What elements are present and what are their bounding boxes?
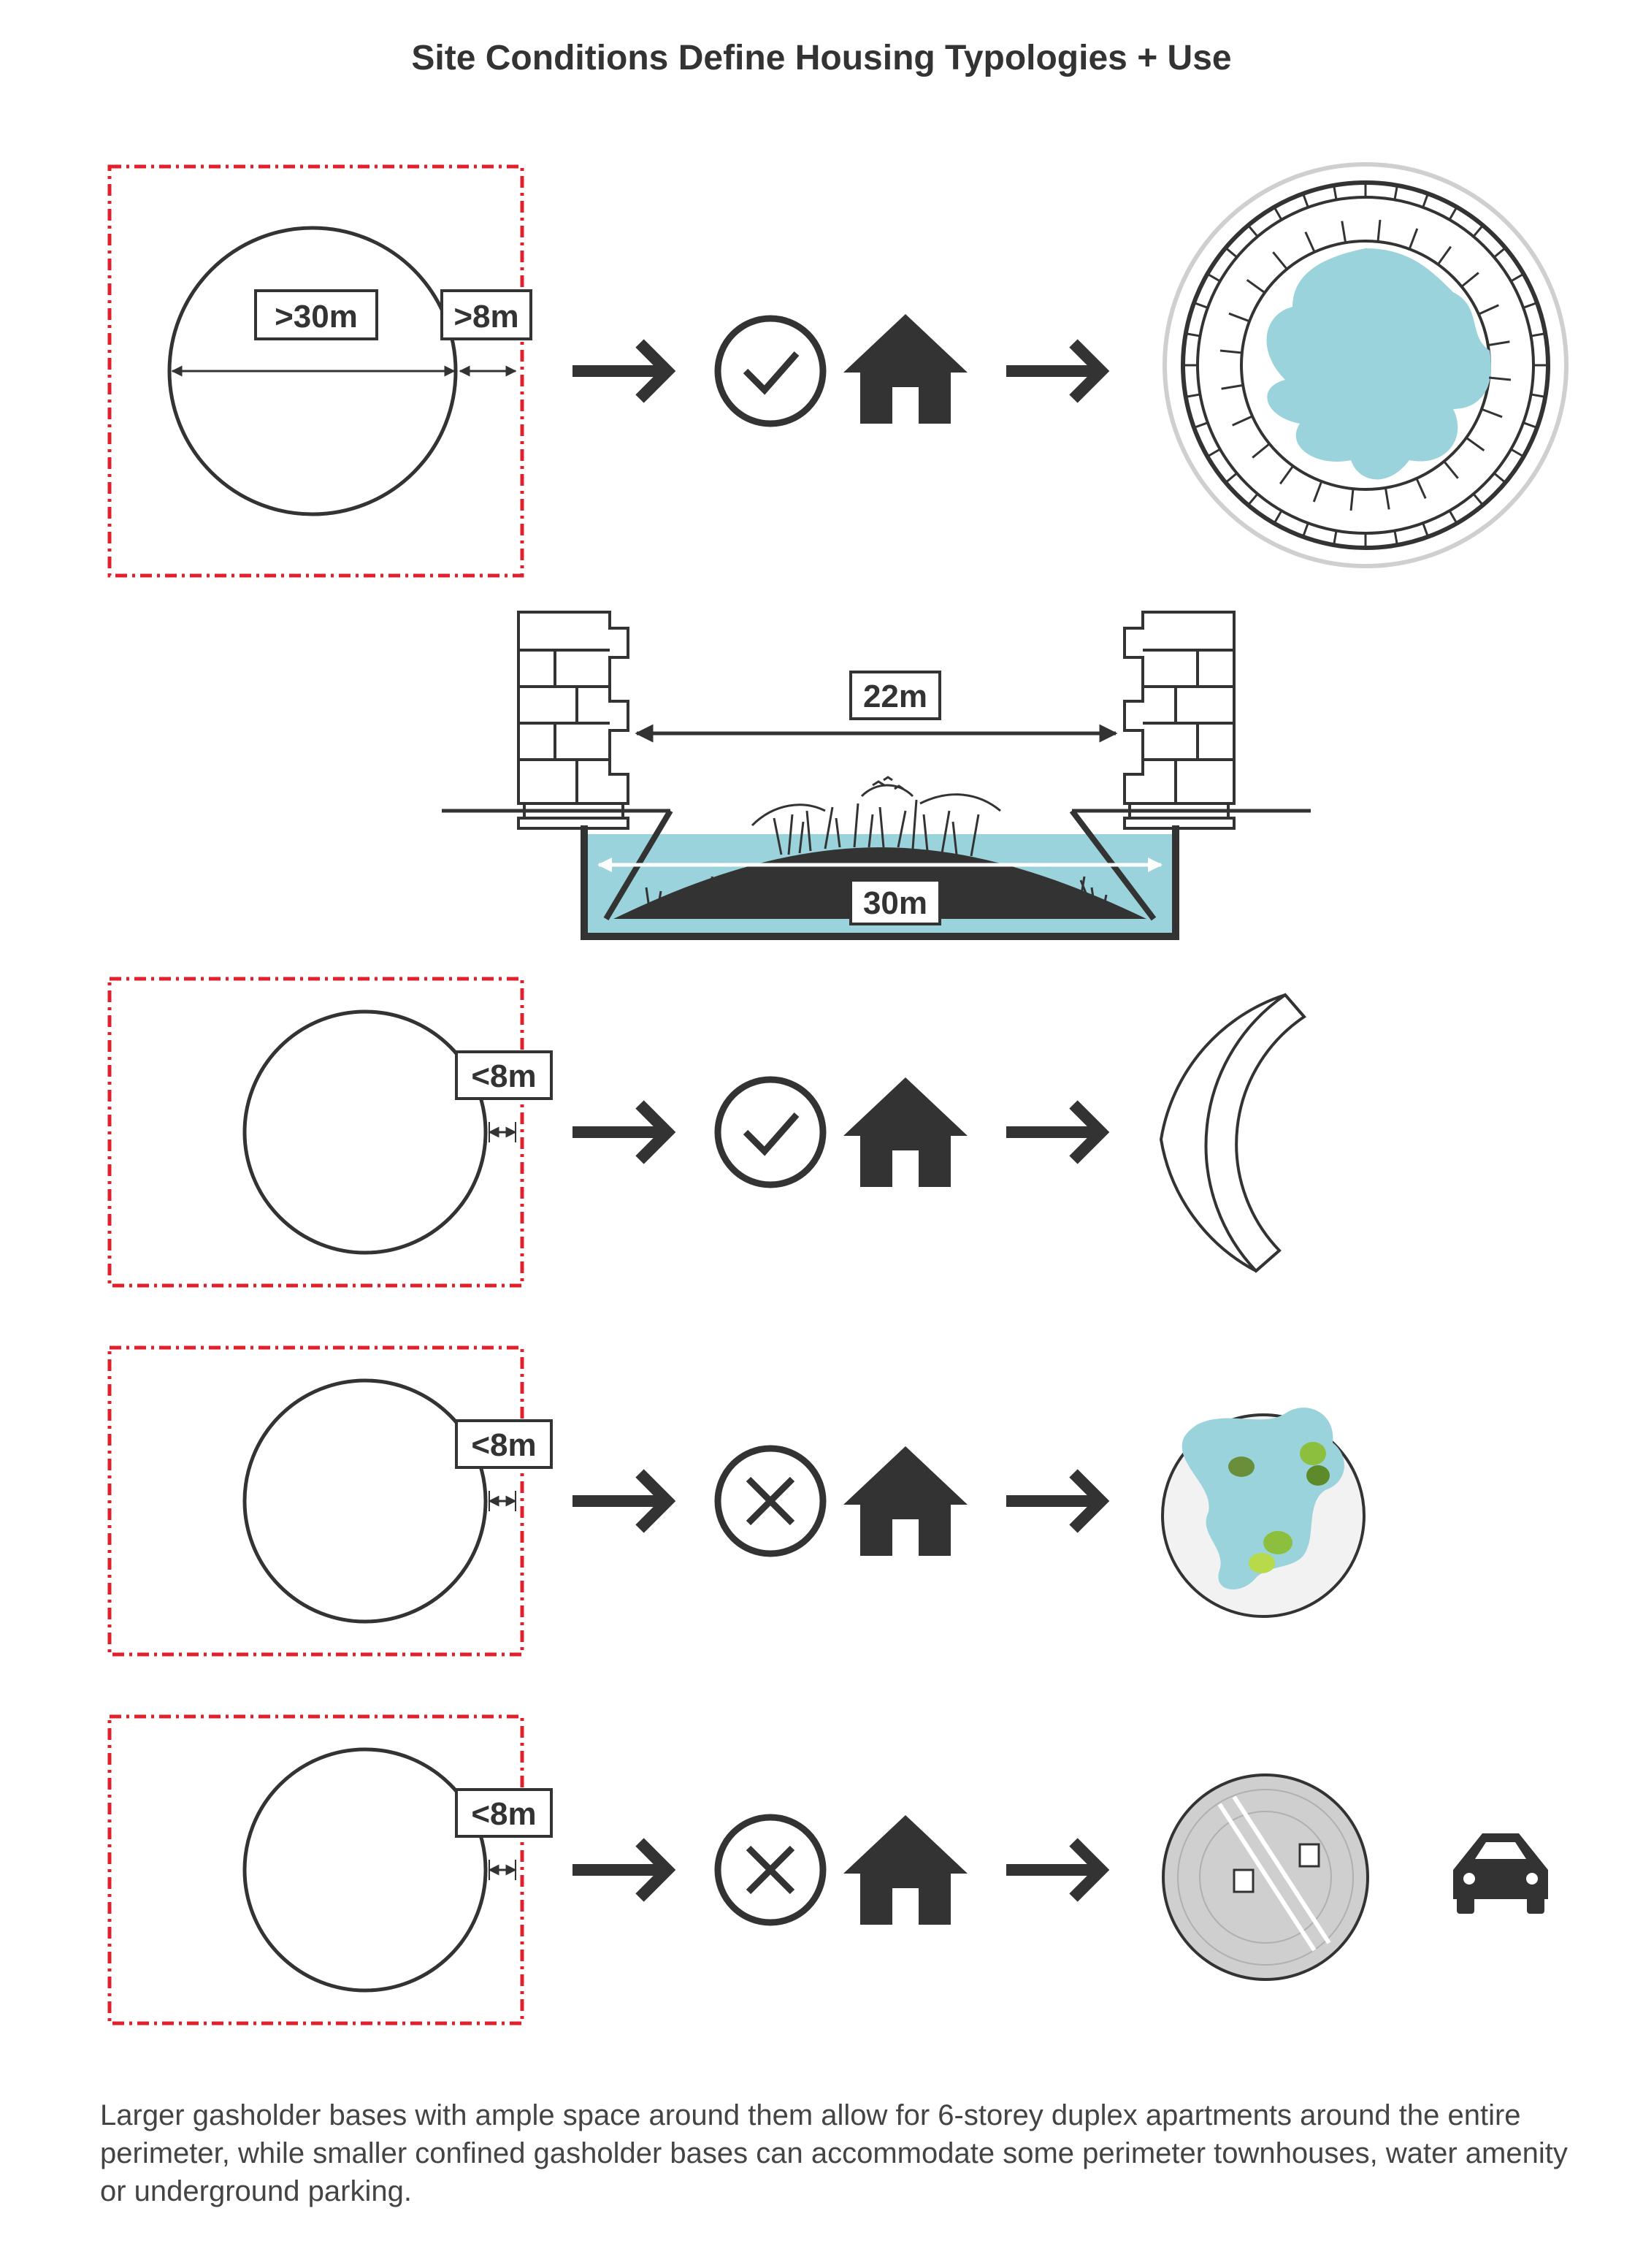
car-icon bbox=[1453, 1833, 1548, 1914]
water-amenity-plan bbox=[1161, 1408, 1366, 1618]
cross-circle-icon bbox=[718, 1817, 823, 1923]
site-boundary-1 bbox=[107, 164, 524, 578]
row-2: <8m bbox=[107, 977, 1306, 1288]
gasholder-base-1 bbox=[167, 226, 458, 516]
dimension-label-setback: >8m bbox=[453, 299, 518, 335]
section-water-amenity: 22m 30m bbox=[442, 611, 1311, 940]
gasholder-base-4 bbox=[242, 1747, 488, 1993]
reeds bbox=[645, 784, 1108, 914]
gasholder-base-3 bbox=[242, 1378, 488, 1624]
cross-circle-icon bbox=[718, 1448, 823, 1554]
arrow-right-icon bbox=[1006, 1473, 1101, 1529]
dimension-label-setback: <8m bbox=[471, 1796, 536, 1832]
arrow-right-icon bbox=[572, 343, 667, 399]
dimension-label-setback: <8m bbox=[471, 1058, 536, 1094]
dimension-label-basin-width: 30m bbox=[863, 885, 927, 921]
check-circle-icon bbox=[718, 1080, 823, 1185]
arrow-right-icon bbox=[1006, 1104, 1101, 1160]
row-1: >30m >8m bbox=[107, 162, 1569, 578]
site-boundary-2 bbox=[107, 977, 524, 1288]
full-ring-duplex-plan bbox=[1163, 162, 1569, 568]
arrow-right-icon bbox=[572, 1473, 667, 1529]
arrow-right-icon bbox=[572, 1842, 667, 1898]
building-left bbox=[517, 611, 629, 830]
house-icon bbox=[843, 1446, 968, 1556]
house-icon bbox=[843, 1077, 968, 1187]
gasholder-base-2 bbox=[242, 1009, 488, 1255]
dimension-label-building-gap: 22m bbox=[863, 679, 927, 714]
site-boundary-3 bbox=[107, 1345, 524, 1657]
row-4: <8m bbox=[107, 1714, 1548, 2025]
arrow-right-icon bbox=[1006, 1842, 1101, 1898]
arrow-right-icon bbox=[572, 1104, 667, 1160]
house-icon bbox=[843, 314, 968, 424]
check-circle-icon bbox=[718, 318, 823, 424]
house-icon bbox=[843, 1815, 968, 1925]
townhouse-arc bbox=[1159, 993, 1306, 1273]
row-3: <8m bbox=[107, 1345, 1366, 1657]
parking-plan bbox=[1162, 1773, 1369, 1981]
page-title: Site Conditions Define Housing Typologie… bbox=[411, 39, 1232, 77]
dimension-label-diameter: >30m bbox=[275, 299, 358, 335]
building-right bbox=[1123, 611, 1236, 830]
caption: Larger gasholder bases with ample space … bbox=[100, 2099, 1568, 2207]
arrow-right-icon bbox=[1006, 343, 1101, 399]
site-boundary-4 bbox=[107, 1714, 524, 2025]
dimension-label-setback: <8m bbox=[471, 1427, 536, 1463]
